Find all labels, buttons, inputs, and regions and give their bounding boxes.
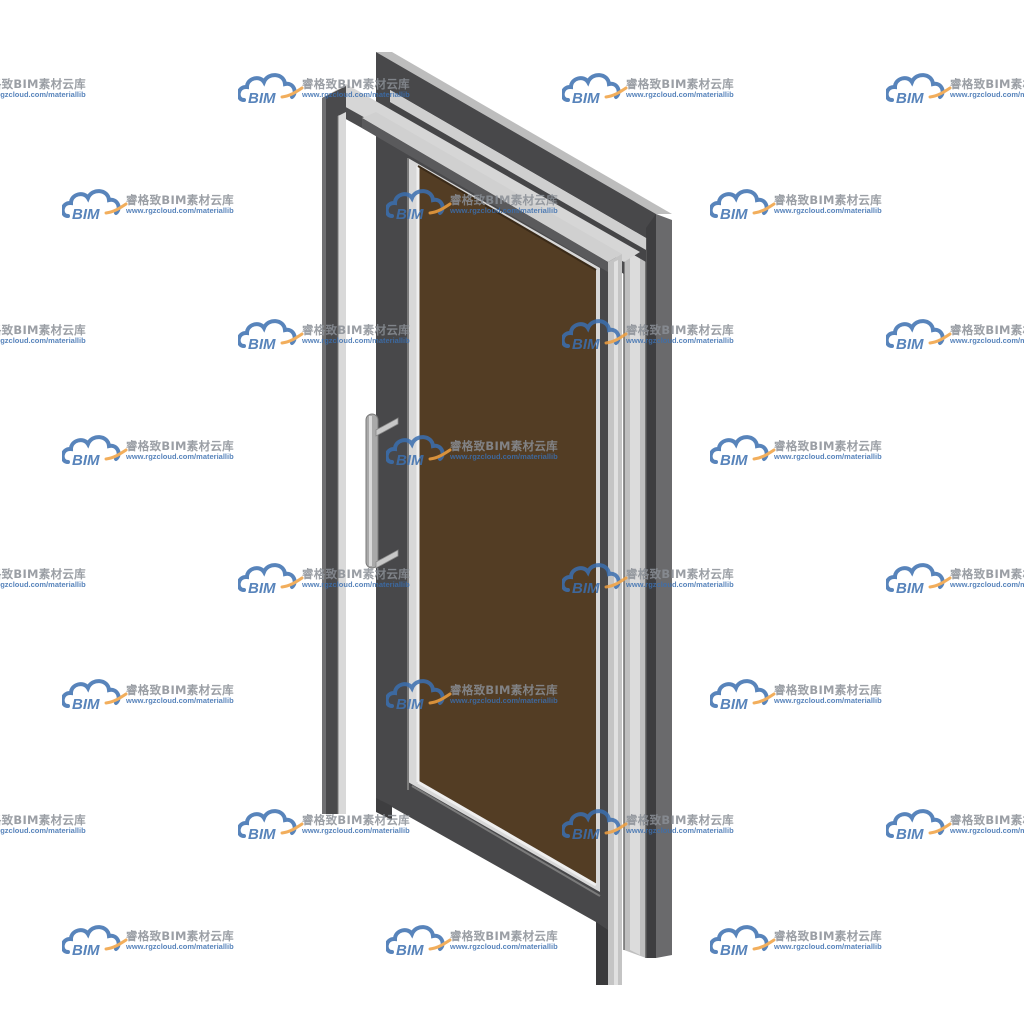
door-outer-frame — [376, 52, 672, 958]
door-handle — [365, 413, 399, 569]
door-left-jamb — [322, 86, 346, 814]
door-glass-panel — [407, 158, 601, 897]
